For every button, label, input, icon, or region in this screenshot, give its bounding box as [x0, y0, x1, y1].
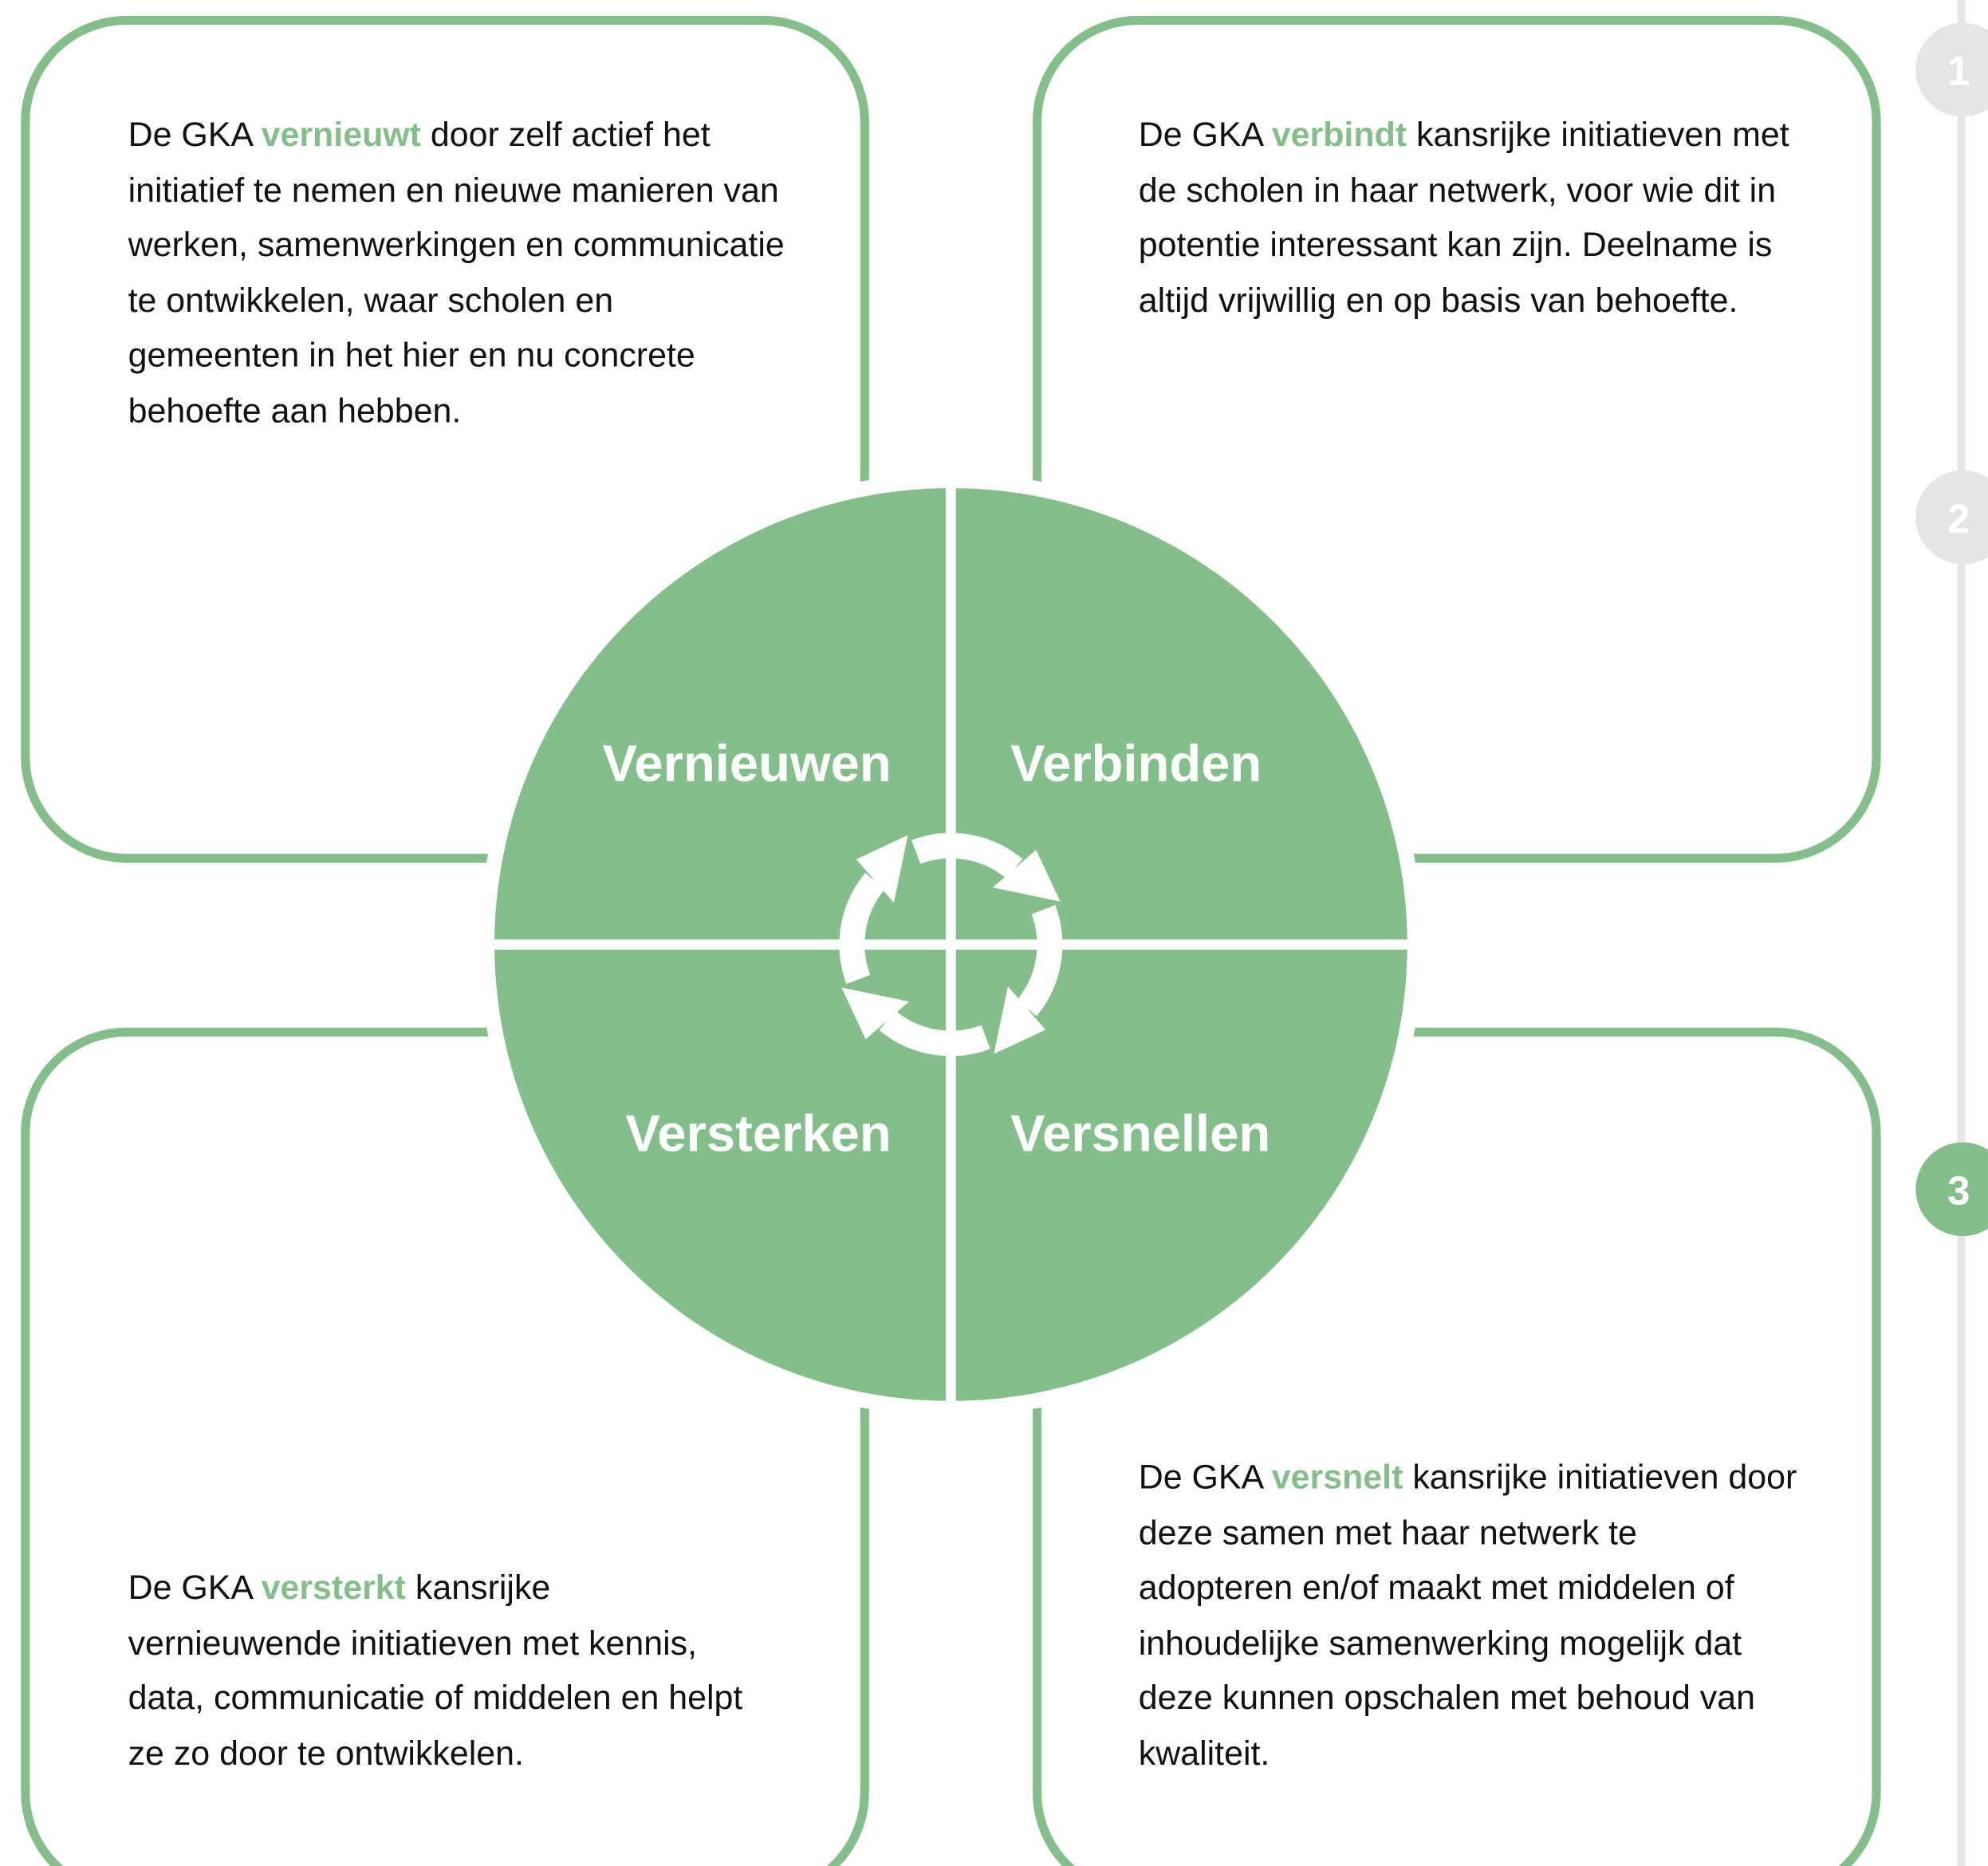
box-top-right-prefix: De GKA [1138, 115, 1272, 154]
box-top-right-body: kansrijke initiatieven met de scholen in… [1138, 115, 1789, 320]
box-bottom-left-text: De GKA versterkt kansrijke vernieuwende … [128, 1561, 769, 1781]
box-top-left-body: door zelf actief het initiatief te nemen… [128, 115, 785, 430]
quadrant-label-versterken: Versterken [625, 1104, 891, 1163]
quadrant-label-vernieuwen: Vernieuwen [602, 734, 891, 792]
box-bottom-left-border [21, 1027, 869, 1866]
step-1-number: 1 [1947, 49, 1970, 94]
box-bottom-right-highlight: versnelt [1271, 1458, 1403, 1497]
quadrant-label-versnellen: Versnellen [1010, 1104, 1270, 1163]
horizontal-divider [475, 939, 1427, 950]
cycle-arrows-icon [839, 833, 1063, 1057]
box-top-right-border [1032, 15, 1881, 863]
box-top-right-text: De GKA verbindt kansrijke initiatieven m… [1139, 108, 1798, 329]
box-top-left-text: De GKA vernieuwt door zelf actief het in… [128, 108, 788, 439]
box-bottom-left-body: kansrijke vernieuwende initiatieven met … [128, 1568, 743, 1773]
box-bottom-left-highlight: versterkt [261, 1568, 406, 1607]
box-bottom-right-prefix: De GKA [1138, 1458, 1272, 1497]
box-bottom-right-body: kansrijke initiatieven door deze samen m… [1138, 1458, 1797, 1773]
box-bottom-right-text: De GKA versnelt kansrijke initiatieven d… [1139, 1451, 1798, 1782]
step-timeline: 1 2 3 [1915, 0, 1988, 1866]
step-2-number: 2 [1947, 496, 1970, 541]
step-1-marker[interactable] [1915, 22, 1988, 117]
step-2-marker[interactable] [1915, 470, 1988, 565]
quadrant-label-verbinden: Verbinden [1010, 734, 1262, 792]
box-top-left-prefix: De GKA [128, 115, 262, 154]
step-3-marker[interactable] [1915, 1142, 1988, 1237]
box-bottom-left-prefix: De GKA [128, 1568, 262, 1607]
box-bottom-right-border [1033, 1027, 1881, 1866]
step-3-number: 3 [1947, 1167, 1970, 1213]
box-top-left-highlight: vernieuwt [261, 115, 421, 154]
box-top-left-border [21, 15, 869, 863]
box-top-right-highlight: verbindt [1271, 115, 1407, 154]
